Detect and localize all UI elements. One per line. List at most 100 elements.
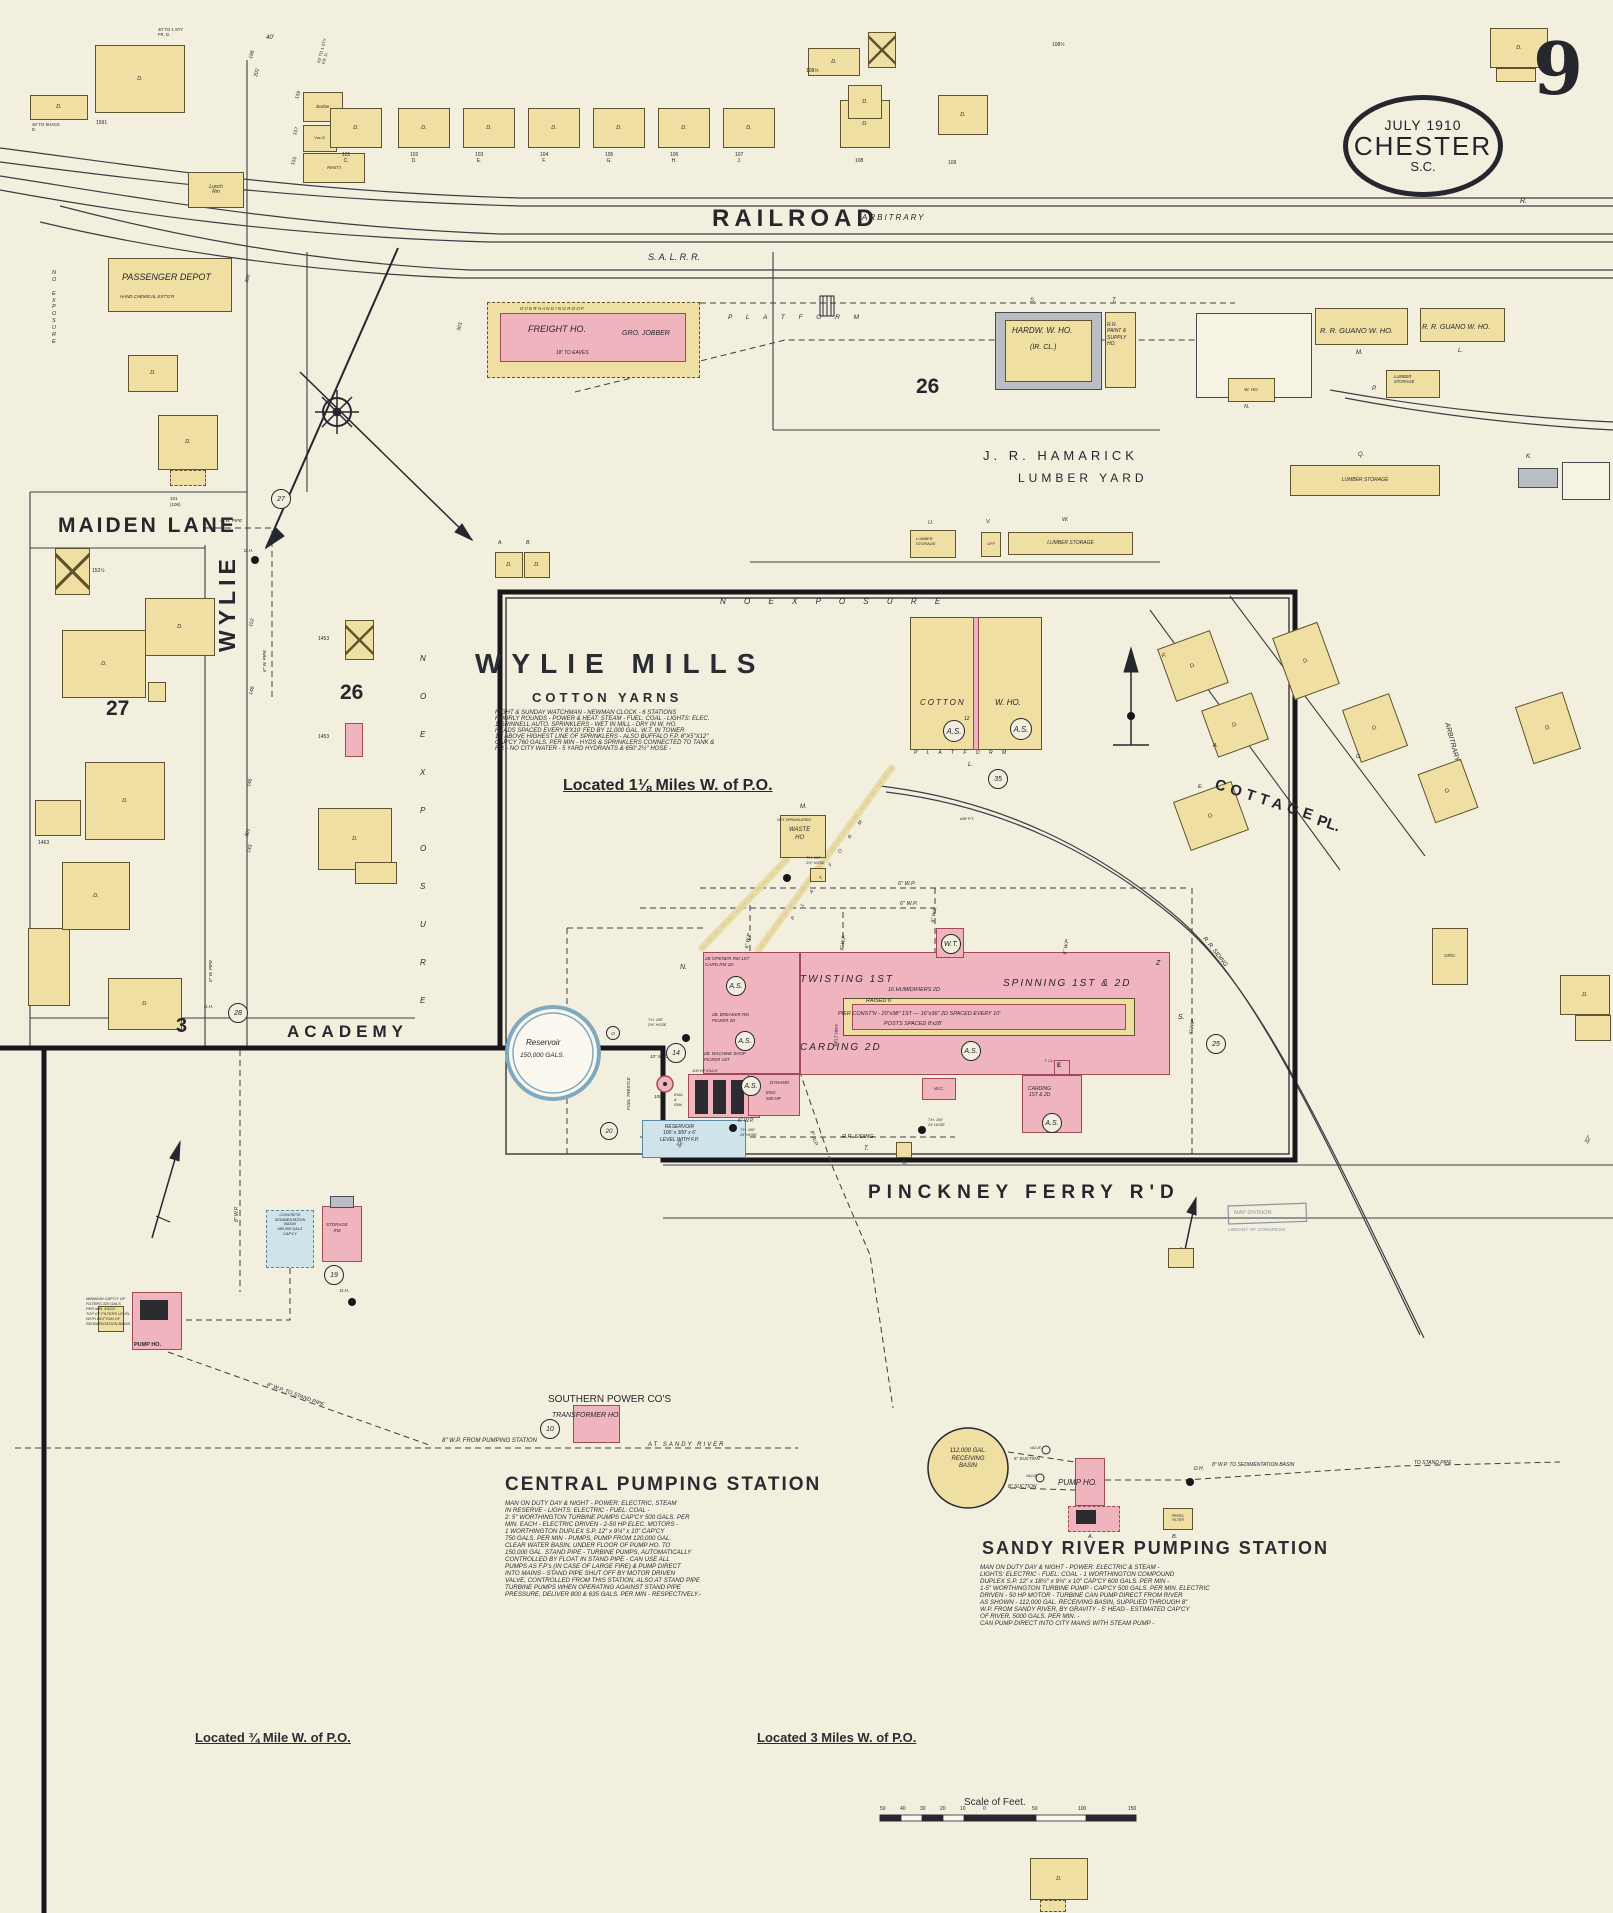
- letter: A.: [1088, 1534, 1094, 1540]
- scale-num: 0: [983, 1806, 986, 1812]
- central-pumping-title: CENTRAL PUMPING STATION: [505, 1474, 822, 1495]
- waste-ho-label: WASTE HO: [789, 827, 811, 841]
- pipe-label: 6″ W.P.: [900, 901, 918, 907]
- mill-room: BELT HWY: [833, 1023, 840, 1047]
- receiving-basin-label: 112,000 GAL. RECEIVING BASIN: [949, 1448, 987, 1469]
- shed: [1575, 1015, 1611, 1041]
- pipe-label: 4″ W. PIPE: [220, 518, 243, 523]
- grocery-label: GRO.: [1444, 953, 1456, 959]
- hose-label: T.H. 100' 25' HOSE: [928, 1118, 945, 1127]
- dwelling: D.: [158, 415, 218, 470]
- pipe-label: 6″ W.P.: [898, 881, 916, 887]
- gro-jobber-label: GRO. JOBBER: [622, 330, 670, 337]
- lumber-storage-label: LUMBER STORAGE: [916, 536, 936, 546]
- mill-room: 2B. MACHINE SHOP PICKER 1ST: [704, 1051, 746, 1062]
- motor-box: [330, 1196, 354, 1208]
- letter: L.: [1458, 348, 1464, 354]
- dwelling-label: D.: [746, 124, 752, 131]
- street-pinckney-ferry: PINCKNEY FERRY R'D: [868, 1182, 1180, 1203]
- water-closet-label: W.C.: [934, 1085, 944, 1091]
- dwelling-label: D.: [150, 370, 156, 377]
- oil-house: [896, 1142, 912, 1158]
- letter: R.: [1520, 198, 1527, 205]
- letter: A.: [498, 540, 503, 546]
- freight-house-label: FREIGHT HO.: [528, 324, 586, 334]
- reservoir-box: [642, 1120, 746, 1158]
- cotton-who-label: COTTON: [920, 698, 966, 707]
- water-tank-symbol: W.T.: [941, 934, 961, 954]
- hose-label: T.H. 150' 2½″ HOSE: [648, 1018, 667, 1027]
- house-number: 107 J.: [735, 152, 744, 165]
- block-number-26b: 26: [340, 681, 364, 704]
- dwelling: D.: [318, 808, 392, 870]
- sedimentation-basin: [266, 1210, 314, 1268]
- dwelling: D.: [528, 108, 580, 148]
- street-wylie: WYLIE: [214, 554, 240, 652]
- dwelling-label: D.: [93, 892, 99, 899]
- letter: F.: [1162, 653, 1167, 659]
- valve-label: VALVE: [1030, 1446, 1041, 1450]
- lunch-room: Lunch Rm: [188, 172, 244, 208]
- sprinkler-symbol: A.S.: [943, 720, 965, 742]
- street-railroad: RAILROAD: [712, 205, 879, 232]
- guano-label: R. R. GUANO W. HO.: [1422, 324, 1491, 331]
- letter: U.: [902, 1160, 908, 1166]
- dwelling: D.: [62, 862, 130, 930]
- scale-num: 50: [1032, 1806, 1038, 1812]
- lumber-storage-label: LUMBER STORAGE: [1394, 374, 1415, 385]
- stable: [55, 548, 90, 595]
- dwelling-label: D.: [534, 561, 540, 568]
- lunch-room-label: Lunch Rm: [209, 183, 223, 195]
- house-number: 109: [948, 160, 957, 166]
- dwelling-label: D.: [831, 58, 837, 65]
- dwelling-label: D.: [421, 124, 427, 131]
- sheet-number: 9: [1533, 26, 1584, 111]
- dwelling-label: D.: [551, 124, 557, 131]
- lumber-storage-w: LUMBER STORAGE: [1008, 532, 1133, 555]
- hydrant-label: D.H.: [244, 548, 253, 553]
- mill-located: Located 1⅛ Miles W. of P.O.: [563, 777, 773, 794]
- mill-room: CARDING 1ST & 2D: [1028, 1086, 1052, 1099]
- water-closet: W.C.: [922, 1078, 956, 1100]
- dwelling: D.: [85, 762, 165, 840]
- letter: A.: [1213, 743, 1219, 749]
- stable: [345, 620, 374, 660]
- letter-boxed: E: [1057, 1063, 1062, 1069]
- shed: [1562, 462, 1610, 500]
- hamarick-name: J. R. HAMARICK: [983, 448, 1138, 463]
- no-exposure-depot: N O E X P O S U R E: [52, 270, 57, 345]
- letter: B.: [526, 540, 531, 546]
- reservoir-box-label: RESERVOIR 100' x 300' x 6' LEVEL WITH F.…: [660, 1124, 699, 1143]
- waste-ho-note: NOT SPRINKLERED: [777, 818, 811, 822]
- letter: W.: [1062, 517, 1069, 523]
- letter: Q.: [1358, 452, 1365, 458]
- filter-capacity-note: MINIMUM CAP'CY OF FILTERS 320 GALS PER M…: [86, 1296, 131, 1326]
- suction-label: 6″ SUCTION: [1014, 1456, 1040, 1461]
- house-number: 108½: [806, 68, 819, 74]
- block-number-3: 3: [176, 1015, 188, 1037]
- clear-water-basin: [140, 1300, 168, 1320]
- stamp-line1: MAP DIVISION: [1234, 1210, 1272, 1216]
- hydrant: [729, 1124, 737, 1132]
- stable: [868, 32, 896, 68]
- dwelling-label: D.: [1582, 991, 1588, 998]
- letter: M.: [800, 804, 807, 810]
- sandy-located-note: Located 3 Miles W. of P.O.: [757, 1730, 917, 1745]
- mill-room: T. CL.: [1044, 1058, 1055, 1063]
- shed: [148, 682, 166, 702]
- hamarick-sub: LUMBER YARD: [1018, 471, 1148, 485]
- grocery: GRO.: [1432, 928, 1468, 985]
- pipe-label: 6″ W. PIPE: [262, 649, 267, 672]
- house-number: 152½: [92, 568, 105, 574]
- pipe-label: TO STAND PIPE: [1414, 1460, 1452, 1466]
- block-number-26: 26: [916, 375, 940, 398]
- floors: 12: [964, 716, 970, 722]
- freight-house: [500, 313, 686, 362]
- warehouse-label: W. HO.: [1244, 386, 1259, 392]
- lumber-storage-q-label: LUMBER STORAGE: [1341, 476, 1389, 483]
- hose-label: T.H. 100' 25' HOSE: [740, 1128, 757, 1137]
- block-number: 14: [666, 1043, 686, 1063]
- dwelling-label: D.: [142, 1000, 148, 1007]
- dwelling: D.: [398, 108, 450, 148]
- sprinkler-symbol: A.S.: [735, 1031, 755, 1051]
